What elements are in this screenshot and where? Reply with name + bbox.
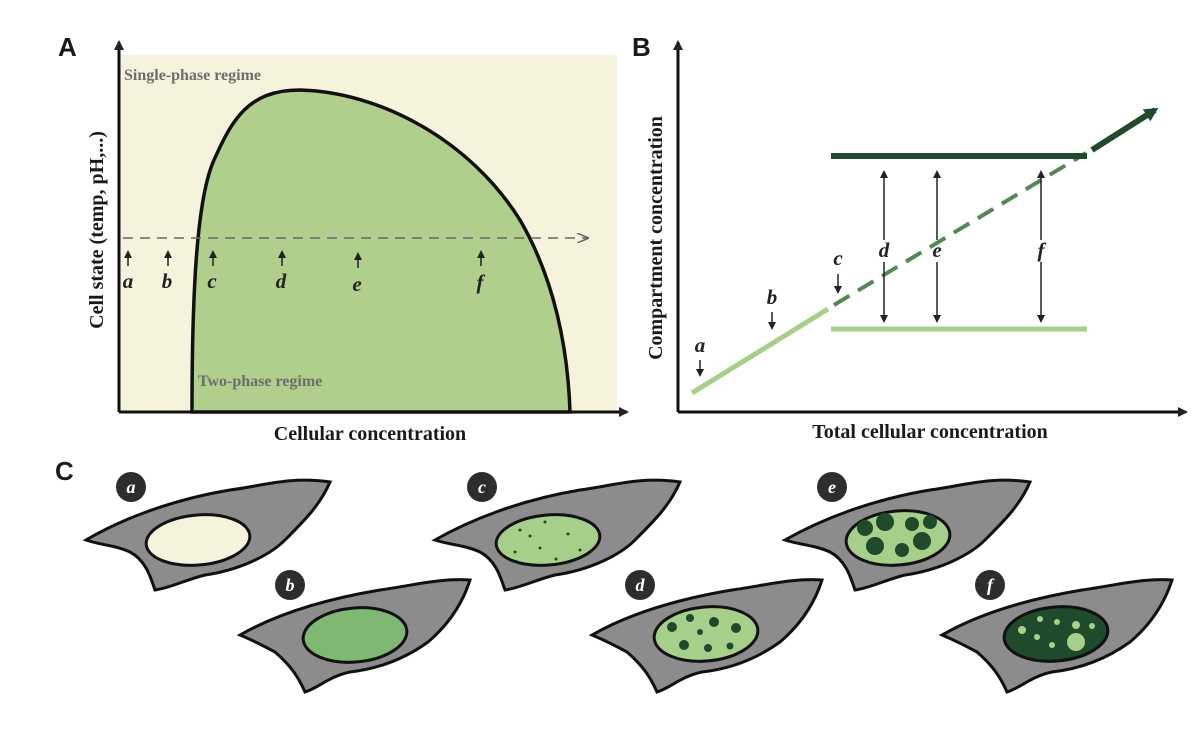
dense-phase-arrow bbox=[1090, 107, 1159, 153]
marker-f-label: f bbox=[477, 270, 486, 294]
panel-b-letter: B bbox=[632, 32, 651, 62]
cell-e-droplets bbox=[857, 513, 937, 557]
tie-arrows bbox=[880, 170, 1045, 323]
panel-a-xlabel: Cellular concentration bbox=[274, 423, 466, 445]
panel-b-xlabel: Total cellular concentration bbox=[812, 421, 1048, 443]
cell-c: c bbox=[431, 472, 683, 592]
cell-c-badge-label: c bbox=[478, 477, 486, 497]
cell-a-nucleus bbox=[144, 513, 252, 567]
cell-a-badge-label: a bbox=[127, 477, 136, 497]
panel-c-letter: C bbox=[55, 456, 74, 486]
marker-e-label: e bbox=[352, 272, 361, 296]
cell-f: f bbox=[938, 570, 1175, 694]
cell-c-nuclei-specks bbox=[513, 520, 582, 561]
marker-d-label: d bbox=[276, 269, 287, 293]
cell-f-droplets bbox=[1018, 616, 1095, 651]
cell-d-badge-label: d bbox=[636, 575, 646, 595]
cell-d-badge bbox=[625, 570, 655, 600]
cell-b-nucleus bbox=[301, 606, 409, 664]
cell-a-badge bbox=[116, 472, 146, 502]
marker-b-label: b bbox=[162, 269, 173, 293]
b-marker-d-label: d bbox=[879, 238, 890, 262]
cell-c-badge bbox=[467, 472, 497, 502]
cell-b-badge-label: b bbox=[286, 575, 295, 595]
marker-a-label: a bbox=[123, 269, 134, 293]
dashed-total-line bbox=[832, 151, 1088, 307]
b-marker-e-label: e bbox=[932, 238, 941, 262]
panel-b-markers: a b c d e f bbox=[695, 238, 1047, 377]
b-marker-b-label: b bbox=[767, 285, 778, 309]
cell-d-droplets bbox=[667, 614, 741, 652]
cell-c-nucleus bbox=[494, 513, 602, 567]
single-phase-line bbox=[690, 306, 830, 396]
cell-f-badge bbox=[975, 570, 1005, 600]
cell-a: a bbox=[82, 472, 333, 592]
panel-b-ylabel: Compartment concentration bbox=[645, 116, 667, 360]
cell-b-badge bbox=[275, 570, 305, 600]
panel-a-markers: a b c d e f bbox=[123, 250, 486, 296]
cell-b: b bbox=[236, 570, 473, 694]
cell-e-badge-label: e bbox=[828, 477, 836, 497]
cell-e-badge bbox=[817, 472, 847, 502]
panel-b: B Total cellular concentration Compartme… bbox=[632, 32, 1188, 443]
b-marker-c-label: c bbox=[833, 246, 843, 270]
two-phase-dome bbox=[190, 88, 572, 414]
two-phase-label: Two-phase regime bbox=[198, 373, 322, 390]
panel-a: A Single-phase regime Two-phase regime C… bbox=[58, 32, 629, 445]
single-phase-label: Single-phase regime bbox=[124, 67, 261, 84]
cell-e: e bbox=[781, 472, 1033, 592]
panel-a-letter: A bbox=[58, 32, 77, 62]
cell-d: d bbox=[588, 570, 825, 694]
panel-a-ylabel: Cell state (temp, pH,...) bbox=[86, 131, 108, 329]
cell-f-badge-label: f bbox=[987, 575, 995, 595]
marker-c-label: c bbox=[207, 269, 217, 293]
b-marker-f-label: f bbox=[1038, 238, 1047, 262]
b-marker-a-label: a bbox=[695, 333, 706, 357]
panel-c: C a b c bbox=[55, 456, 1175, 694]
